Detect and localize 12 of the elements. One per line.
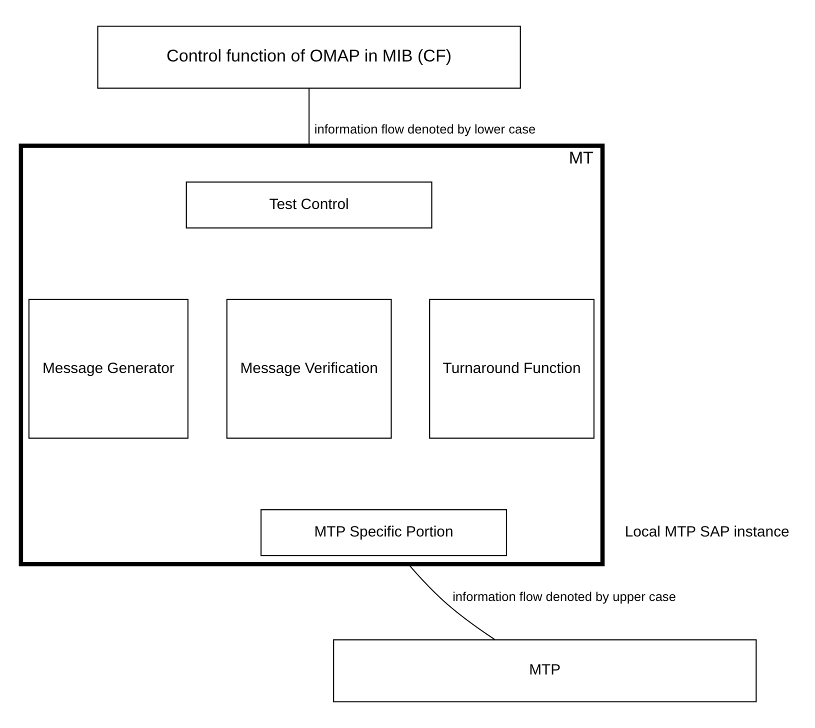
label: Local MTP SAP instance [624, 524, 790, 541]
edge-label: information flow denoted by upper case [452, 589, 676, 604]
node-box: Message Generator [28, 298, 188, 439]
connector [408, 564, 496, 640]
node-box: Control function of OMAP in MIB (CF) [97, 26, 521, 89]
node-box: Message Verification [226, 298, 392, 439]
node-box: Test Control [186, 182, 432, 228]
node-box: MTP Specific Portion [260, 509, 507, 556]
node-box: MTP [333, 639, 757, 702]
edge-label: information flow denoted by lower case [314, 122, 536, 137]
connector [308, 88, 310, 146]
node-box: Turnaround Function [429, 298, 594, 439]
